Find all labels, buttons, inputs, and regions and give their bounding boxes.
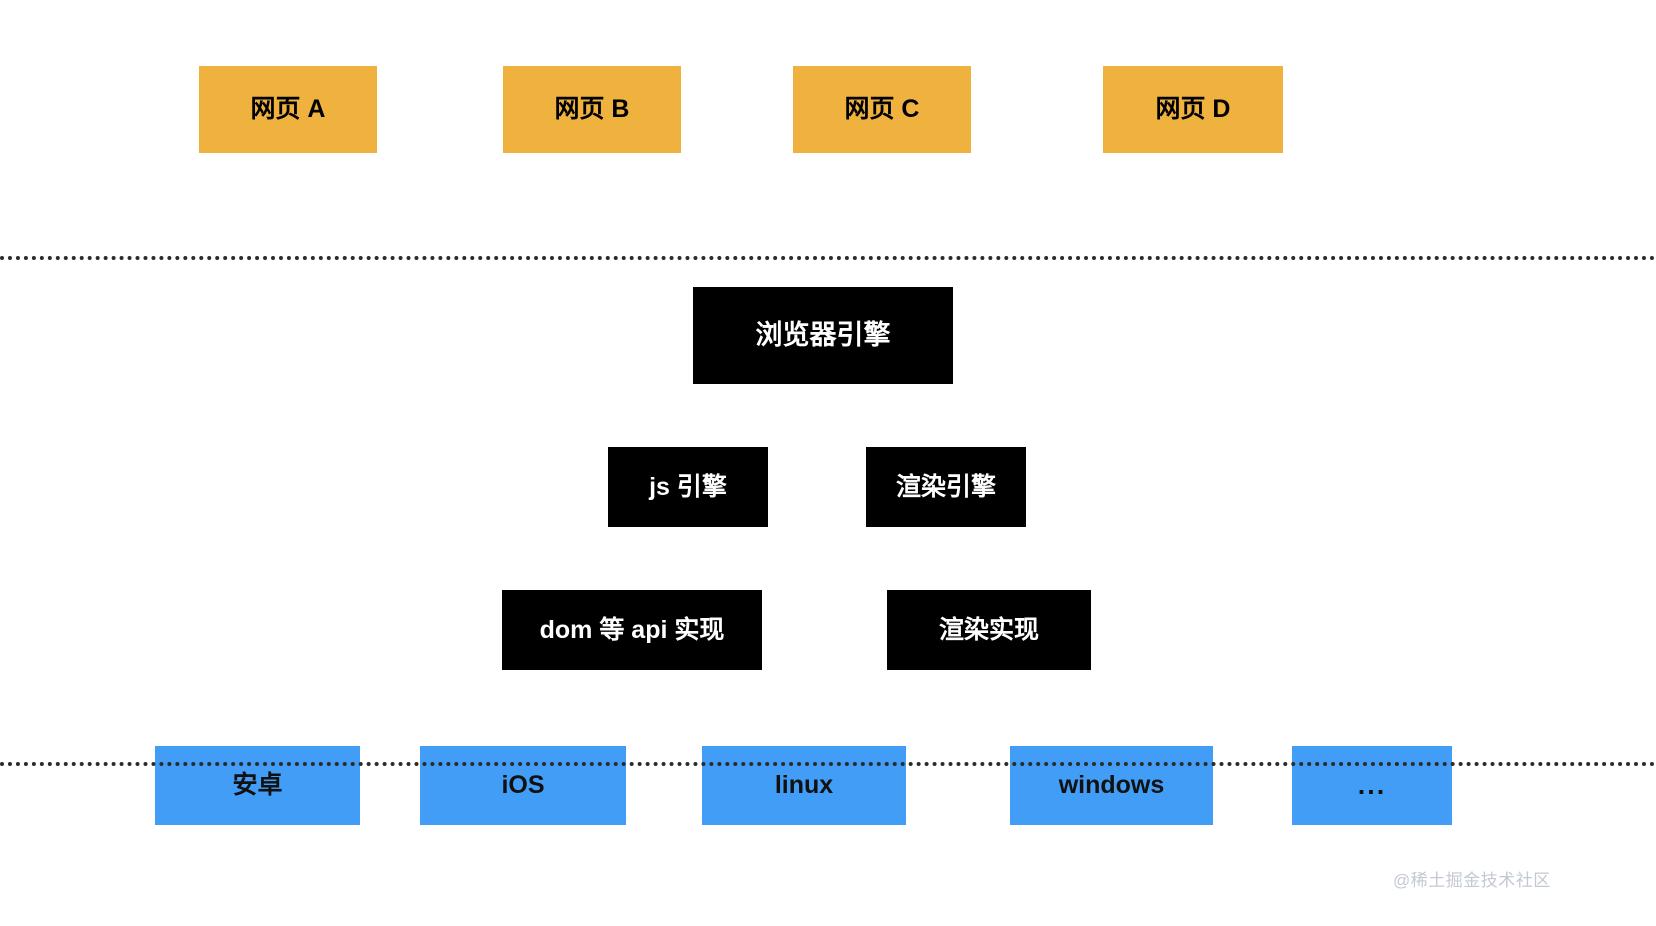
render-impl-box: 渲染实现: [887, 590, 1091, 670]
os-box-3: linux: [702, 746, 906, 825]
js-engine-box: js 引擎: [608, 447, 768, 527]
web-page-box-3: 网页 C: [793, 66, 971, 153]
os-box-2: iOS: [420, 746, 626, 825]
divider-engine-os: [0, 762, 1656, 766]
browser-engine-box: 浏览器引擎: [693, 287, 953, 384]
divider-pages-engine: [0, 256, 1656, 260]
render-engine-box: 渲染引擎: [866, 447, 1026, 527]
os-box-1: 安卓: [155, 746, 360, 825]
watermark: @稀土掘金技术社区: [1393, 871, 1551, 890]
dom-api-impl-box: dom 等 api 实现: [502, 590, 762, 670]
web-page-box-1: 网页 A: [199, 66, 377, 153]
os-box-4: windows: [1010, 746, 1213, 825]
web-page-box-2: 网页 B: [503, 66, 681, 153]
os-box-5: ...: [1292, 746, 1452, 825]
web-page-box-4: 网页 D: [1103, 66, 1283, 153]
